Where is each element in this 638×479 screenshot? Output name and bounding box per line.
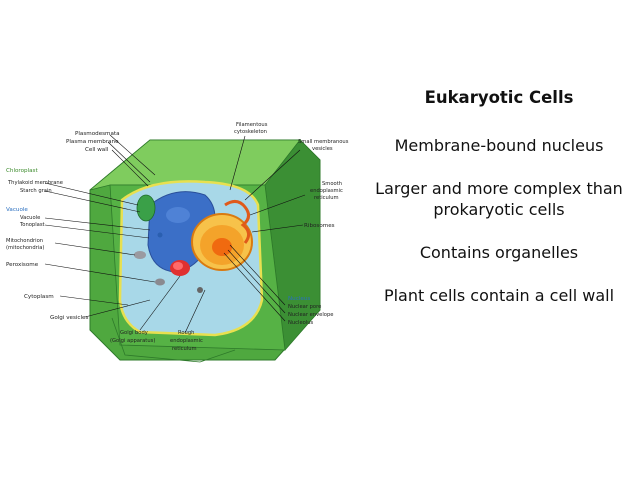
- label-rough-er-2: endoplasmic: [170, 338, 203, 344]
- label-vacuole-sub: Vacuole: [20, 215, 40, 221]
- label-smooth-er-2: endoplasmic: [310, 188, 343, 194]
- label-nucleolus: Nucleolus: [288, 320, 314, 326]
- label-chloroplast: Chloroplast: [6, 168, 38, 174]
- label-small-vesicles-2: vesicles: [312, 146, 333, 152]
- bullet-contains-organelles: Contains organelles: [419, 243, 579, 262]
- label-ribosomes: Ribosomes: [304, 223, 335, 229]
- chloroplast-shape: [136, 194, 156, 222]
- label-mitochondrion-2: (mitochondria): [6, 245, 44, 251]
- label-tonoplast: Tonoplast: [19, 222, 45, 228]
- label-small-vesicles-1: Small membranous: [298, 139, 349, 145]
- label-cell-wall: Cell wall: [85, 147, 109, 153]
- label-nucleus: Nucleus: [288, 296, 310, 302]
- label-rough-er-1: Rough: [178, 330, 194, 336]
- label-plasmodesmata: Plasmodesmata: [75, 131, 120, 137]
- label-thylakoid-membrane: Thylakoid membrane: [7, 180, 63, 186]
- label-rough-er-3: reticulum: [172, 346, 197, 352]
- bullet-larger-more-complex: Larger and more complex than prokaryotic…: [375, 179, 623, 219]
- slide-text-panel: Eukaryotic Cells Membrane-bound nucleus …: [365, 88, 633, 328]
- label-mitochondrion-1: Mitochondrion: [6, 238, 43, 244]
- label-cytoplasm: Cytoplasm: [24, 294, 54, 300]
- bullet-plant-cell-wall: Plant cells contain a cell wall: [383, 286, 615, 305]
- label-golgi-body-1: Golgi body: [120, 330, 148, 336]
- mitochondrion-shape: [134, 251, 146, 259]
- label-filamentous-1: Filamentous: [236, 122, 268, 128]
- label-nuclear-pore: Nuclear pore: [288, 304, 321, 310]
- label-plasma-membrane: Plasma membrane: [66, 139, 119, 145]
- label-filamentous-2: cytoskeleton: [234, 129, 267, 135]
- rough-er-shape: [224, 200, 250, 244]
- label-vacuole: Vacuole: [6, 207, 28, 213]
- label-smooth-er-1: Smooth: [322, 181, 342, 187]
- label-peroxisome: Peroxisome: [6, 262, 39, 268]
- label-golgi-vesicles: Golgi vesicles: [50, 315, 88, 321]
- label-golgi-body-2: (Golgi apparatus): [110, 338, 155, 344]
- label-nuclear-envelope: Nuclear envelope: [288, 312, 333, 318]
- bullet-membrane-bound-nucleus: Membrane-bound nucleus: [394, 136, 604, 155]
- leader-lines: [44, 134, 306, 334]
- golgi-shape: [170, 260, 190, 276]
- label-starch-grain: Starch grain: [20, 188, 52, 194]
- slide-title: Eukaryotic Cells: [424, 88, 574, 107]
- label-smooth-er-3: reticulum: [314, 195, 339, 201]
- peroxisome-shape: [155, 278, 165, 286]
- plant-cell-diagram: Plasmodesmata Plasma membrane Cell wall …: [6, 122, 349, 363]
- nucleus-shape: [191, 213, 253, 271]
